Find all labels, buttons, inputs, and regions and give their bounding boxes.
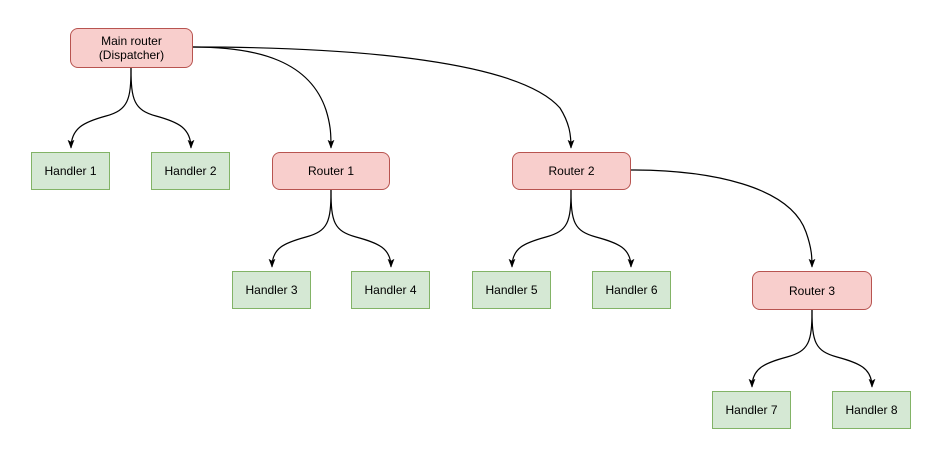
node-main-router[interactable]: Main router (Dispatcher) (70, 28, 193, 68)
edge-router-1-to-handler-4 (330, 189, 395, 268)
edge-router-2-to-router-3 (630, 169, 816, 268)
node-handler-4[interactable]: Handler 4 (351, 271, 430, 309)
edge-router-2-to-handler-5 (508, 189, 572, 268)
edge-router-1-to-handler-3 (268, 189, 332, 268)
edge-main-to-router-2 (192, 46, 575, 149)
edge-router-3-to-handler-8 (811, 309, 876, 388)
node-label: Router 3 (788, 283, 836, 298)
edge-router-3-to-handler-7 (748, 309, 813, 388)
node-router-1[interactable]: Router 1 (272, 152, 390, 190)
node-handler-1[interactable]: Handler 1 (31, 152, 110, 190)
node-label: Handler 7 (725, 403, 778, 417)
node-label: Handler 8 (845, 403, 898, 417)
node-router-2[interactable]: Router 2 (512, 152, 631, 190)
node-label: Main router (Dispatcher) (98, 34, 165, 62)
node-label: Router 1 (307, 164, 355, 178)
node-label: Handler 2 (164, 164, 217, 178)
edge-main-to-handler-2 (130, 67, 195, 149)
node-handler-5[interactable]: Handler 5 (472, 271, 551, 309)
edge-main-to-handler-1 (67, 67, 132, 149)
node-label: Handler 3 (245, 283, 298, 297)
edge-main-to-router-1 (192, 46, 335, 149)
node-handler-3[interactable]: Handler 3 (232, 271, 311, 309)
node-label: Handler 6 (605, 283, 658, 297)
node-router-3[interactable]: Router 3 (752, 271, 872, 310)
node-label: Handler 5 (485, 283, 538, 297)
edge-router-2-to-handler-6 (570, 189, 635, 268)
node-handler-8[interactable]: Handler 8 (832, 391, 911, 429)
node-handler-6[interactable]: Handler 6 (592, 271, 671, 309)
node-label: Router 2 (548, 164, 595, 178)
node-handler-7[interactable]: Handler 7 (712, 391, 791, 429)
node-handler-2[interactable]: Handler 2 (151, 152, 230, 190)
node-label: Handler 4 (364, 283, 417, 297)
node-label: Handler 1 (44, 164, 97, 178)
